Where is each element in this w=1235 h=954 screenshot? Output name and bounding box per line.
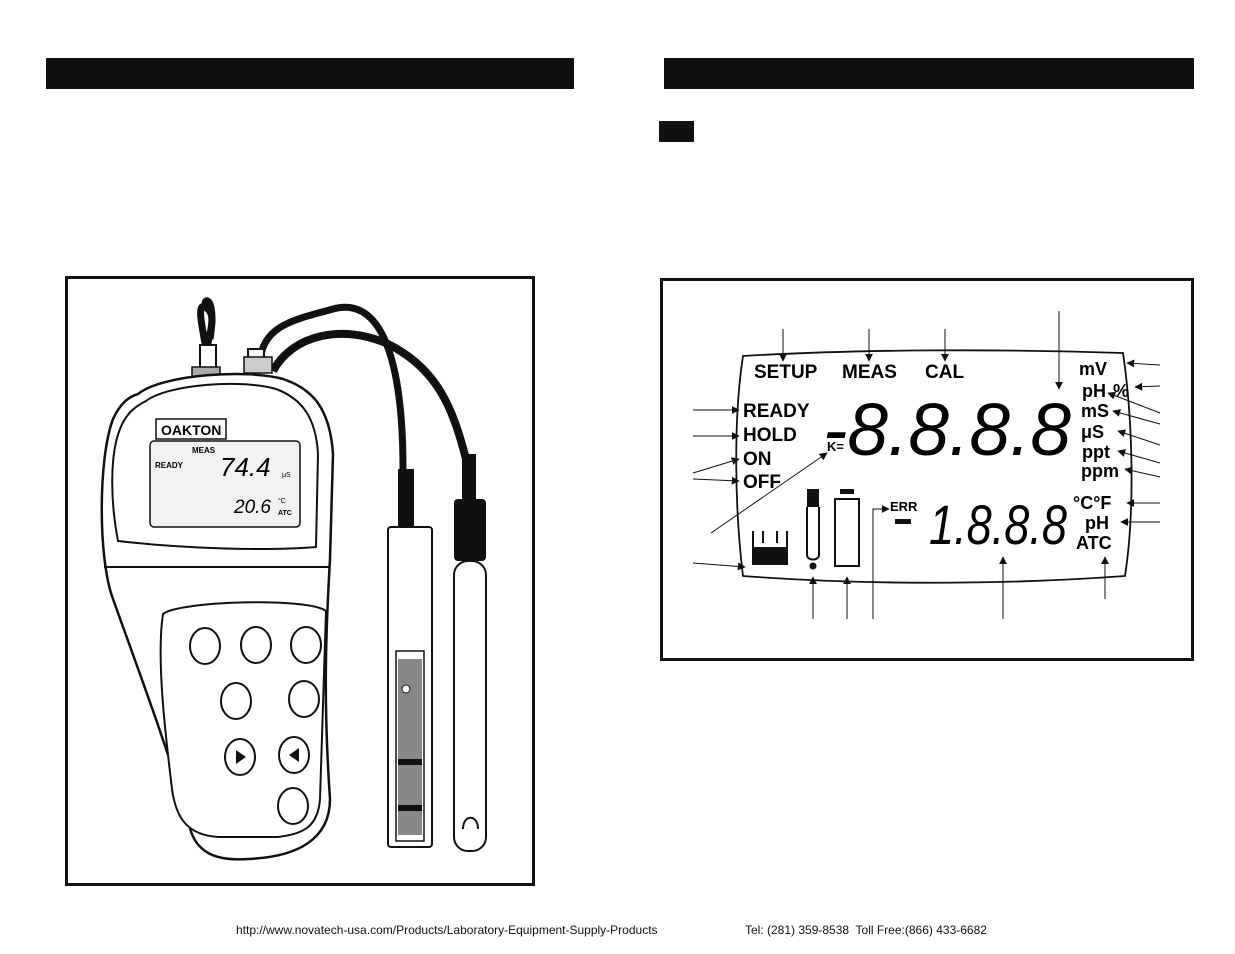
meter-illustration: OAKTON MEAS READY 74.4 μS 20.6 °C ATC bbox=[100, 297, 487, 861]
keypad-button-2[interactable] bbox=[240, 626, 272, 664]
meter-brand-logo: OAKTON bbox=[161, 422, 221, 438]
keypad-button-4[interactable] bbox=[220, 682, 252, 720]
lcd-state-ready: READY bbox=[743, 401, 810, 422]
meter-status-label: READY bbox=[155, 461, 184, 470]
meter-secondary-mode: ATC bbox=[278, 510, 292, 517]
lcd-state-hold: HOLD bbox=[743, 425, 797, 446]
lcd-state-off: OFF bbox=[743, 472, 781, 493]
lcd-mode-setup: SETUP bbox=[754, 362, 818, 383]
lcd-primary-digits: -8.8.8.8 bbox=[823, 388, 1071, 471]
lcd-unit-mv: mV bbox=[1079, 359, 1107, 379]
meter-mode-label: MEAS bbox=[192, 446, 216, 455]
left-header-bar bbox=[46, 58, 574, 89]
meter-figure: OAKTON MEAS READY 74.4 μS 20.6 °C ATC bbox=[65, 276, 535, 886]
battery-icon bbox=[834, 489, 860, 567]
probe-icon bbox=[806, 489, 820, 570]
meter-secondary-unit: °C bbox=[278, 497, 286, 505]
lcd-err-label: ERR bbox=[890, 499, 918, 514]
lcd-temp-units: °C°F bbox=[1073, 493, 1111, 513]
lcd-secondary-atc: ATC bbox=[1076, 533, 1112, 553]
footer-url[interactable]: http://www.novatech-usa.com/Products/Lab… bbox=[236, 923, 658, 937]
section-marker-box bbox=[659, 121, 694, 142]
keypad-button-bottom[interactable] bbox=[277, 787, 309, 825]
lcd-unit-ppm: ppm bbox=[1081, 461, 1119, 481]
meter-primary-value: 74.4 bbox=[220, 452, 271, 482]
right-header-bar bbox=[664, 58, 1194, 89]
meter-secondary-value: 20.6 bbox=[233, 497, 271, 518]
lcd-mode-cal: CAL bbox=[925, 362, 964, 383]
lcd-secondary-ph: pH bbox=[1085, 513, 1109, 533]
keypad-button-3[interactable] bbox=[290, 626, 322, 664]
lcd-unit-ppt: ppt bbox=[1082, 442, 1110, 462]
lcd-unit-us: μS bbox=[1081, 422, 1104, 442]
meter-primary-unit: μS bbox=[282, 472, 291, 479]
lcd-mode-meas: MEAS bbox=[842, 362, 897, 383]
lcd-figure: SETUP MEAS CAL READY HOLD ON OFF K= -8.8… bbox=[660, 278, 1194, 661]
footer-phone: Tel: (281) 359-8538 Toll Free:(866) 433-… bbox=[745, 923, 987, 937]
keypad-button-5[interactable] bbox=[288, 680, 320, 718]
lcd-unit-ph: pH bbox=[1082, 381, 1106, 401]
right-arrow-icon bbox=[236, 750, 246, 764]
beaker-icon bbox=[752, 531, 788, 565]
lcd-secondary-minus bbox=[895, 519, 911, 524]
lcd-k-label: K= bbox=[827, 439, 844, 454]
lcd-state-on: ON bbox=[743, 449, 772, 470]
left-arrow-icon bbox=[289, 748, 299, 762]
lcd-unit-ms: mS bbox=[1081, 401, 1109, 421]
lcd-diagram: SETUP MEAS CAL READY HOLD ON OFF K= -8.8… bbox=[692, 311, 1161, 619]
keypad-button-1[interactable] bbox=[189, 627, 221, 665]
lcd-secondary-digits: 1.8.8.8 bbox=[929, 493, 1067, 556]
